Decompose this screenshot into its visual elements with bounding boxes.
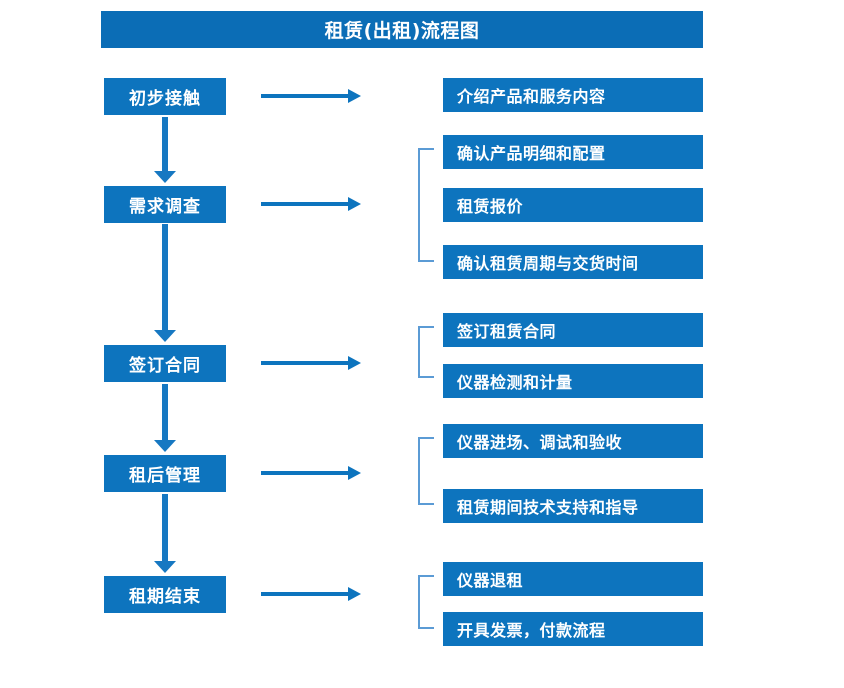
group-bracket-termination — [418, 575, 434, 629]
arrow-head-down-icon — [154, 171, 176, 183]
arrow-management-to-end — [154, 494, 176, 573]
flowchart-title: 租赁(出租)流程图 — [101, 11, 703, 48]
detail-box-instrument-inspection[interactable]: 仪器检测和计量 — [443, 364, 703, 398]
stage-box-rental-end[interactable]: 租期结束 — [104, 576, 226, 613]
arrow-to-termination — [261, 587, 361, 601]
detail-box-confirm-period-delivery[interactable]: 确认租赁周期与交货时间 — [443, 245, 703, 279]
arrow-contact-to-survey — [154, 117, 176, 183]
arrow-head-down-icon — [154, 440, 176, 452]
arrow-survey-to-contract — [154, 224, 176, 342]
detail-box-instrument-entry-commissioning[interactable]: 仪器进场、调试和验收 — [443, 424, 703, 458]
arrow-head-right-icon — [348, 587, 361, 601]
stage-box-requirement-survey[interactable]: 需求调查 — [104, 186, 226, 223]
arrow-head-down-icon — [154, 561, 176, 573]
arrow-head-right-icon — [348, 89, 361, 103]
stage-box-initial-contact[interactable]: 初步接触 — [104, 78, 226, 115]
arrow-head-right-icon — [348, 466, 361, 480]
arrow-shaft — [261, 361, 349, 365]
arrow-shaft — [162, 117, 168, 171]
arrow-head-right-icon — [348, 197, 361, 211]
arrow-shaft — [261, 471, 349, 475]
arrow-head-down-icon — [154, 330, 176, 342]
arrow-to-requirements — [261, 197, 361, 211]
arrow-shaft — [162, 494, 168, 561]
arrow-to-intro — [261, 89, 361, 103]
group-bracket-contract — [418, 326, 434, 378]
detail-box-technical-support[interactable]: 租赁期间技术支持和指导 — [443, 489, 703, 523]
arrow-shaft — [162, 384, 168, 440]
group-bracket-post-rental — [418, 437, 434, 505]
arrow-shaft — [261, 592, 349, 596]
detail-box-instrument-return[interactable]: 仪器退租 — [443, 562, 703, 596]
arrow-to-post-rental — [261, 466, 361, 480]
detail-box-sign-rental-contract[interactable]: 签订租赁合同 — [443, 313, 703, 347]
arrow-shaft — [162, 224, 168, 330]
arrow-shaft — [261, 202, 349, 206]
arrow-head-right-icon — [348, 356, 361, 370]
detail-box-rental-quotation[interactable]: 租赁报价 — [443, 188, 703, 222]
stage-box-sign-contract[interactable]: 签订合同 — [104, 345, 226, 382]
group-bracket-requirements — [418, 148, 434, 262]
arrow-contract-to-management — [154, 384, 176, 452]
detail-box-confirm-product-details[interactable]: 确认产品明细和配置 — [443, 135, 703, 169]
detail-box-invoice-payment[interactable]: 开具发票，付款流程 — [443, 612, 703, 646]
arrow-to-contract — [261, 356, 361, 370]
stage-box-post-rental-management[interactable]: 租后管理 — [104, 455, 226, 492]
arrow-shaft — [261, 94, 349, 98]
detail-box-introduce-products[interactable]: 介绍产品和服务内容 — [443, 78, 703, 112]
